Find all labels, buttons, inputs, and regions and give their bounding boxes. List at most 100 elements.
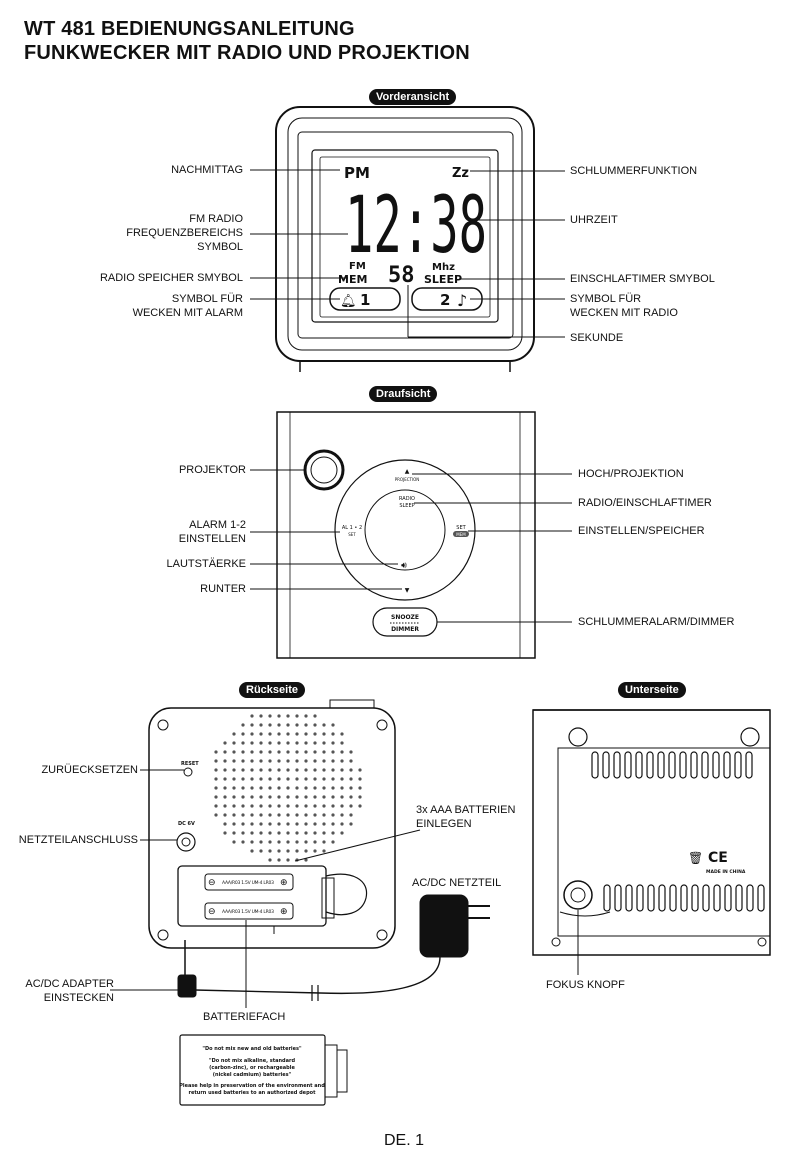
grille-hole (313, 822, 317, 826)
grille-hole (340, 732, 344, 736)
grille-hole (331, 795, 335, 799)
dc-label: DC 6V (178, 821, 195, 827)
grille-hole (313, 795, 317, 799)
alarm1-number: 1 (360, 291, 370, 309)
grille-hole (259, 732, 263, 736)
grille-hole (223, 786, 227, 790)
grille-hole (295, 732, 299, 736)
acdc-adapter (177, 894, 490, 1001)
section-front: Vorderansicht (369, 89, 457, 105)
grille-hole (214, 759, 218, 763)
vent-slot (680, 884, 688, 912)
vent-slot (646, 751, 654, 779)
grille-hole (313, 714, 317, 718)
grille-hole (286, 768, 290, 772)
grille-hole (268, 732, 272, 736)
grille-hole (331, 840, 335, 844)
snooze-button-label: SNOOZE (391, 614, 419, 621)
label-alarm-einstellen: ALARM 1-2 EINSTELLEN (179, 518, 246, 546)
grille-hole (259, 759, 263, 763)
cover-line-2: "Do not mix alkaline, standard (209, 1058, 295, 1064)
vent-slot (702, 884, 710, 912)
grille-hole (223, 831, 227, 835)
grille-hole (304, 786, 308, 790)
grille-hole (268, 831, 272, 835)
label-zuruecksetzen: ZURÜECKSETZEN (41, 764, 138, 776)
snooze-indicator: Zz (452, 166, 469, 181)
grille-hole (313, 750, 317, 754)
vent-slot (668, 751, 676, 779)
grille-hole (304, 840, 308, 844)
al-set-label: SET (348, 532, 356, 537)
vent-slot (614, 884, 622, 912)
battery2-text: AAA/R03 1.5V UM-4 LR03 (222, 909, 274, 915)
grille-hole (322, 723, 326, 727)
grille-hole (286, 849, 290, 853)
label-sekunde: SEKUNDE (570, 332, 624, 344)
grille-hole (295, 714, 299, 718)
grille-hole (304, 849, 308, 853)
cover-line-1: "Do not mix new and old batteries" (202, 1046, 302, 1052)
vent-slots-bottom (603, 884, 765, 912)
grille-hole (340, 795, 344, 799)
grille-hole (250, 777, 254, 781)
grille-hole (250, 768, 254, 772)
label-radio-line-1: SYMBOL FÜR (570, 293, 642, 305)
grille-hole (340, 759, 344, 763)
grille-hole (250, 822, 254, 826)
mem-button-label: MEM (456, 532, 466, 537)
grille-hole (286, 822, 290, 826)
grille-hole (232, 804, 236, 808)
grille-hole (340, 741, 344, 745)
grille-hole (358, 786, 362, 790)
grille-hole (286, 813, 290, 817)
vent-slot (691, 884, 699, 912)
grille-hole (340, 786, 344, 790)
grille-hole (268, 858, 272, 862)
vent-slot (701, 751, 709, 779)
grille-hole (268, 714, 272, 718)
mem-indicator: MEM (338, 273, 367, 286)
grille-hole (232, 732, 236, 736)
section-bottom: Unterseite (618, 682, 686, 698)
grille-hole (313, 813, 317, 817)
grille-hole (322, 822, 326, 826)
grille-hole (313, 723, 317, 727)
grille-hole (259, 813, 263, 817)
label-hoch: HOCH/PROJEKTION (578, 468, 684, 480)
cover-line-4: (nickel cadmium) batteries" (213, 1072, 292, 1078)
grille-hole (268, 786, 272, 790)
vent-slot (625, 884, 633, 912)
grille-hole (286, 795, 290, 799)
grille-hole (250, 750, 254, 754)
grille-hole (313, 840, 317, 844)
grille-hole (223, 741, 227, 745)
grille-hole (259, 723, 263, 727)
vent-slot (679, 751, 687, 779)
vent-slot (657, 751, 665, 779)
grille-hole (241, 831, 245, 835)
grille-hole (232, 768, 236, 772)
grille-hole (313, 804, 317, 808)
grille-hole (250, 741, 254, 745)
ce-mark: CE (708, 850, 728, 866)
grille-hole (286, 804, 290, 808)
grille-hole (349, 804, 353, 808)
grille-hole (241, 741, 245, 745)
grille-hole (331, 813, 335, 817)
grille-hole (268, 822, 272, 826)
grille-hole (259, 822, 263, 826)
grille-hole (313, 741, 317, 745)
grille-hole (349, 813, 353, 817)
reset-label: RESET (181, 761, 199, 767)
grille-hole (295, 750, 299, 754)
grille-hole (340, 768, 344, 772)
grille-hole (214, 786, 218, 790)
grille-hole (322, 840, 326, 844)
grille-hole (241, 723, 245, 727)
grille-hole (304, 732, 308, 736)
clock-time: 12:38 (345, 181, 487, 271)
grille-hole (322, 732, 326, 736)
grille-hole (232, 759, 236, 763)
